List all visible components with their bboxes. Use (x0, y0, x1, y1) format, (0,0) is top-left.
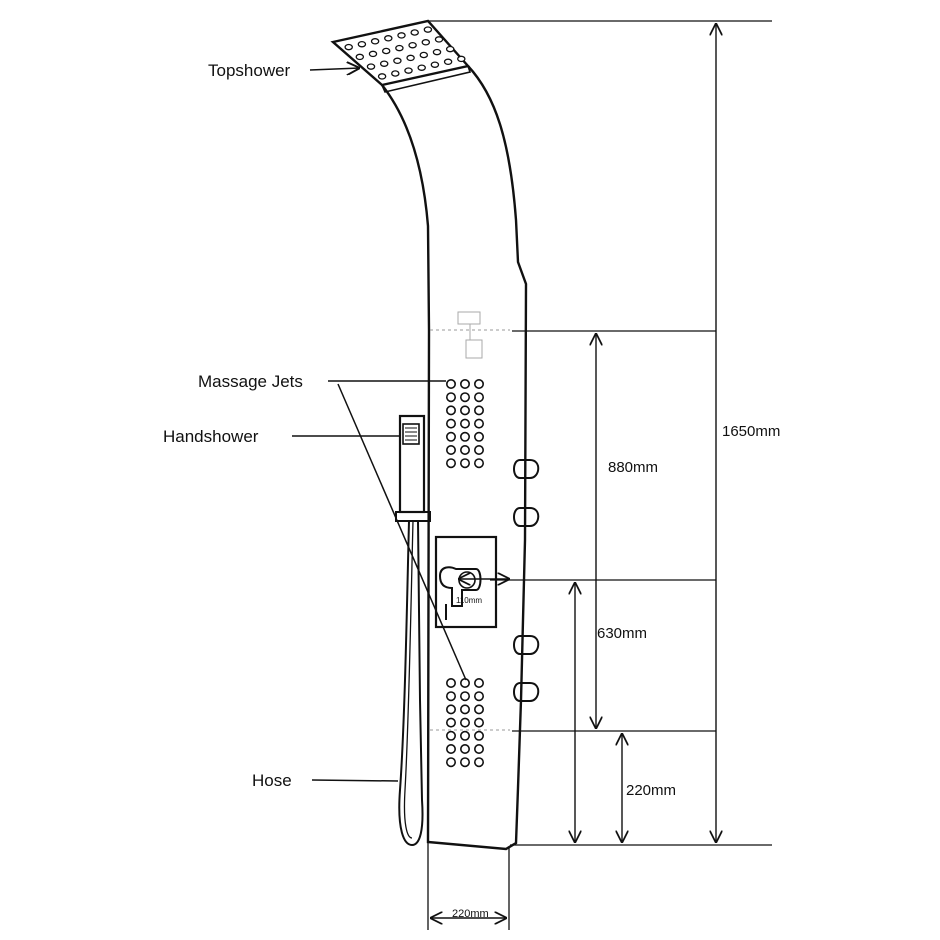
control-box: 110mm (434, 535, 498, 629)
massage-jet-nozzle (473, 458, 484, 469)
massage-jet-nozzle (459, 743, 470, 754)
massage-jet-nozzle (445, 405, 456, 416)
topshower-nozzle (384, 35, 393, 42)
massage-jet-nozzle (445, 418, 456, 429)
topshower-nozzle (381, 47, 391, 55)
massage-jet-nozzle (445, 691, 456, 702)
topshower-nozzle (410, 29, 419, 36)
handshower-label: Handshower (163, 427, 259, 446)
massage-jet-nozzle (445, 743, 456, 754)
topshower-nozzle (421, 39, 431, 46)
massage-jet-nozzle (459, 704, 470, 715)
massage-jet-nozzle (473, 717, 484, 728)
massage-jet-nozzle (459, 458, 470, 469)
massage-jets-upper (445, 378, 484, 469)
massage-jet-nozzle (445, 757, 456, 768)
topshower-nozzle (445, 45, 455, 53)
massage-jet-nozzle (445, 458, 456, 469)
topshower-nozzle (344, 43, 353, 51)
massage-jet-nozzle (445, 717, 456, 728)
massage-jet-nozzle (473, 444, 484, 455)
topshower-nozzle (370, 38, 380, 45)
massage-jet-nozzle (473, 418, 484, 429)
topshower-nozzle (457, 55, 466, 63)
massage-jet-nozzle (459, 757, 470, 768)
massage-jet-nozzle (459, 691, 470, 702)
panel-width-label: 220mm (452, 908, 489, 920)
massage-jet-nozzle (445, 444, 456, 455)
massage-jet-nozzle (473, 431, 484, 442)
massage-jet-nozzle (459, 418, 470, 429)
massage-jet-nozzle (445, 378, 456, 389)
massage-jet-nozzle (445, 431, 456, 442)
panel-outline (381, 65, 528, 851)
topshower-nozzle (408, 41, 417, 49)
diverter-sketch (457, 311, 483, 359)
massage-jet-nozzle (473, 704, 484, 715)
dimension-arrows (430, 23, 716, 918)
massage-jet-nozzle (445, 677, 456, 688)
massage-jet-nozzle (459, 730, 470, 741)
topshower-nozzle (395, 44, 404, 52)
handshower (395, 414, 431, 522)
side-body-jets (513, 459, 540, 702)
topshower-nozzles (344, 26, 466, 80)
shower-panel: 110mm (330, 19, 540, 851)
control-depth-label: 110mm (456, 596, 482, 605)
massage-jet-nozzle (445, 392, 456, 403)
total-height-label: 1650mm (722, 423, 780, 440)
topshower-nozzle (377, 73, 387, 80)
massage-jet-nozzle (473, 392, 484, 403)
massage-jets-label: Massage Jets (198, 372, 303, 391)
massage-jet-nozzle (459, 392, 470, 403)
massage-jet-nozzle (473, 378, 484, 389)
topshower-nozzle (430, 61, 440, 68)
massage-jet-nozzle (459, 717, 470, 728)
massage-jet-nozzle (473, 691, 484, 702)
leader-lines (292, 68, 467, 782)
hose-label: Hose (252, 771, 292, 790)
topshower-label: Topshower (208, 61, 291, 80)
topshower-head (330, 19, 472, 93)
massage-jet-nozzle (473, 677, 484, 688)
massage-jet-nozzle (473, 730, 484, 741)
topshower-nozzle (432, 48, 442, 56)
topshower-nozzle (368, 50, 378, 58)
massage-jet-nozzle (445, 730, 456, 741)
massage-jet-nozzle (445, 704, 456, 715)
topshower-nozzle (391, 70, 400, 77)
massage-jets-lower (445, 677, 484, 768)
topshower-nozzle (434, 36, 444, 43)
topshower-nozzle (404, 67, 413, 74)
topshower-nozzle (397, 32, 406, 39)
middle-section-label: 630mm (597, 625, 647, 642)
topshower-nozzle (423, 26, 433, 33)
massage-jet-nozzle (459, 431, 470, 442)
topshower-nozzle (406, 54, 415, 62)
massage-jet-nozzle (473, 405, 484, 416)
lower-section-label: 220mm (626, 782, 676, 799)
upper-section-label: 880mm (608, 459, 658, 476)
topshower-nozzle (357, 40, 367, 48)
massage-jet-nozzle (459, 405, 470, 416)
topshower-nozzle (393, 57, 402, 65)
topshower-nozzle (379, 60, 389, 67)
topshower-nozzle (355, 53, 365, 61)
topshower-nozzle (443, 58, 453, 66)
topshower-nozzle (417, 64, 426, 71)
massage-jet-nozzle (473, 743, 484, 754)
massage-jet-nozzle (473, 757, 484, 768)
massage-jet-nozzle (459, 444, 470, 455)
hose (398, 520, 424, 847)
reference-lines (427, 20, 772, 930)
massage-jet-nozzle (459, 378, 470, 389)
massage-jet-nozzle (459, 677, 470, 688)
topshower-nozzle (366, 63, 376, 70)
topshower-nozzle (419, 51, 429, 59)
